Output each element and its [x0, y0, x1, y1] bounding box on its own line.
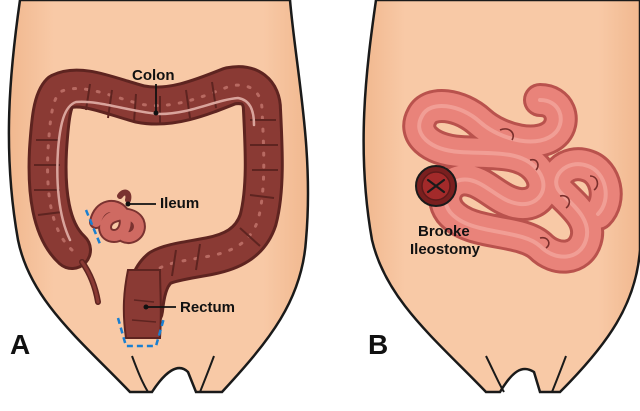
rectum: [122, 269, 162, 339]
panel-letter-b: B: [368, 329, 388, 360]
label-stoma-line1: Brooke: [418, 223, 470, 240]
label-colon-text: Colon: [132, 67, 175, 84]
label-colon: Colon: [132, 67, 175, 116]
panel-b: Brooke Ileostomy B: [362, 0, 640, 394]
colon: [27, 65, 284, 330]
crotch-mark-b2: [551, 355, 567, 393]
label-ileum-text: Ileum: [160, 195, 199, 212]
label-stoma-line2: Ileostomy: [410, 241, 481, 258]
crotch-mark-a: [131, 355, 149, 393]
ileum: [89, 189, 146, 244]
label-ileum: Ileum: [125, 195, 199, 212]
crotch-mark-a2: [199, 355, 215, 393]
label-rectum-text: Rectum: [180, 299, 235, 316]
resection-marker-anus: [116, 317, 166, 348]
panel-letter-a: A: [10, 329, 30, 360]
label-rectum: Rectum: [143, 299, 235, 316]
crotch-mark-b: [485, 355, 505, 393]
small-intestine: [402, 83, 623, 274]
resection-marker-ileum: [84, 209, 102, 245]
stoma: [415, 165, 457, 207]
panel-a: Colon Ileum Rectum A: [7, 0, 310, 394]
